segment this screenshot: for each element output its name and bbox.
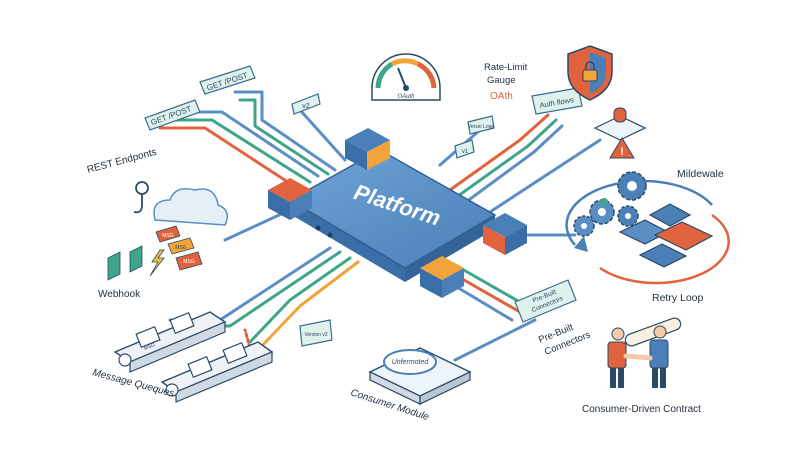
tag-queue-version[interactable]: Version v2	[299, 319, 333, 347]
message-tag	[107, 251, 121, 281]
rest-red-line	[158, 126, 302, 192]
message-tag-label: MSG	[175, 245, 187, 251]
message-tag	[155, 225, 181, 243]
right-blue-line	[488, 138, 602, 214]
envelope-icon	[222, 341, 248, 365]
hub-port-2	[327, 232, 333, 238]
retry-arc-red	[599, 213, 730, 285]
tag-version-label: Versio Loge	[468, 124, 495, 130]
consumer-badge	[383, 349, 437, 375]
label-consumer-contract: Consumer-Driven Contract	[582, 404, 701, 415]
corner-block-bottom	[420, 256, 464, 298]
tag-v2[interactable]: v2	[291, 93, 321, 115]
label-webhook: Webhook	[98, 289, 141, 300]
tag-version[interactable]: Versio Loge	[467, 115, 495, 135]
person-icon	[607, 327, 627, 388]
message-queue-1: MSG	[113, 311, 227, 373]
lightning-icon	[149, 249, 165, 277]
label-rest-endpoints: REST Endponts	[86, 147, 158, 176]
message-tag	[167, 237, 195, 255]
lock-icon	[582, 69, 598, 82]
webhook-line	[223, 208, 292, 242]
tag-v2-label: v2	[302, 103, 310, 110]
message-tag	[175, 251, 203, 271]
gear-icon	[617, 205, 639, 227]
message-tag	[129, 245, 143, 273]
shield-icon	[567, 45, 613, 101]
corner-block-top	[345, 128, 390, 170]
corner-block-left	[268, 178, 312, 220]
prebuilt-teal-line	[453, 263, 527, 307]
webhook-cluster: MSG MSG MSG	[107, 181, 229, 281]
queue2-orange-line	[256, 260, 360, 352]
label-oath: OAth	[490, 91, 513, 102]
hub-top	[288, 149, 497, 269]
label-message-queues: Message Queques	[91, 367, 175, 399]
warning-icon: !	[609, 137, 635, 159]
svg-text:!: !	[620, 146, 624, 158]
envelope-icon	[169, 311, 195, 335]
middleware-cluster	[565, 171, 730, 285]
consumer-badge-label: Unfermoted	[392, 359, 430, 366]
label-gauge: Gauge	[487, 75, 516, 86]
gauge-inner-label: OAuth	[397, 94, 415, 100]
label-rate-limit: Rate-Limit	[484, 62, 528, 73]
hub-side-left	[290, 200, 405, 282]
platform-hub[interactable]: Platform	[268, 128, 527, 298]
tag-v1[interactable]: v1	[454, 139, 475, 159]
consumer-contract-illustration	[607, 317, 682, 388]
tag-get-post-2[interactable]: GET /POST	[199, 65, 256, 95]
message-queue-2	[160, 341, 274, 403]
getpost-teal-line	[238, 98, 330, 176]
hook-icon	[135, 181, 149, 195]
tag-get-post-1[interactable]: GET /POST	[144, 99, 201, 131]
gear-icon	[617, 171, 647, 201]
auth-teal-line	[456, 118, 558, 198]
corner-block-right	[483, 213, 527, 255]
rate-limit-gauge: OAuth	[371, 53, 441, 101]
scroll-icon	[624, 317, 682, 347]
queue-msg-label: MSG	[143, 342, 156, 352]
tag-queue-version-label: Version v2	[304, 332, 328, 338]
hub-port-1	[315, 225, 321, 231]
auth-red-line	[448, 113, 550, 192]
retry-arc-blue	[565, 179, 713, 246]
gauge-needle	[397, 67, 407, 89]
message-tag-label: MSG	[162, 233, 174, 239]
tag-v1-label: v1	[462, 149, 469, 155]
queue2-teal-line	[248, 256, 352, 344]
getpost-blue-line	[233, 90, 337, 172]
v2-line	[298, 108, 347, 162]
tag-prebuilt-connectors[interactable]: Pre-Built Connectors	[514, 279, 577, 323]
alarm-icon	[593, 107, 647, 141]
tag-auth-flows[interactable]: Auth flows	[531, 87, 583, 115]
consumer-module: Unfermoted	[368, 347, 472, 405]
auth-blue-line	[464, 124, 564, 204]
envelope-icon	[187, 355, 213, 379]
message-tag-label: MSG	[183, 259, 195, 265]
cloud-icon	[153, 188, 229, 226]
consumer-line	[453, 318, 537, 362]
envelope-icon	[135, 325, 161, 349]
small-gear-icon	[600, 198, 608, 206]
label-middleware: Mildewale	[677, 168, 724, 180]
handshake-icon	[623, 353, 653, 361]
puzzle-icon	[618, 203, 714, 268]
gear-icon	[573, 215, 595, 237]
label-retry-loop: Retry Loop	[652, 292, 704, 304]
person-icon	[649, 325, 669, 388]
